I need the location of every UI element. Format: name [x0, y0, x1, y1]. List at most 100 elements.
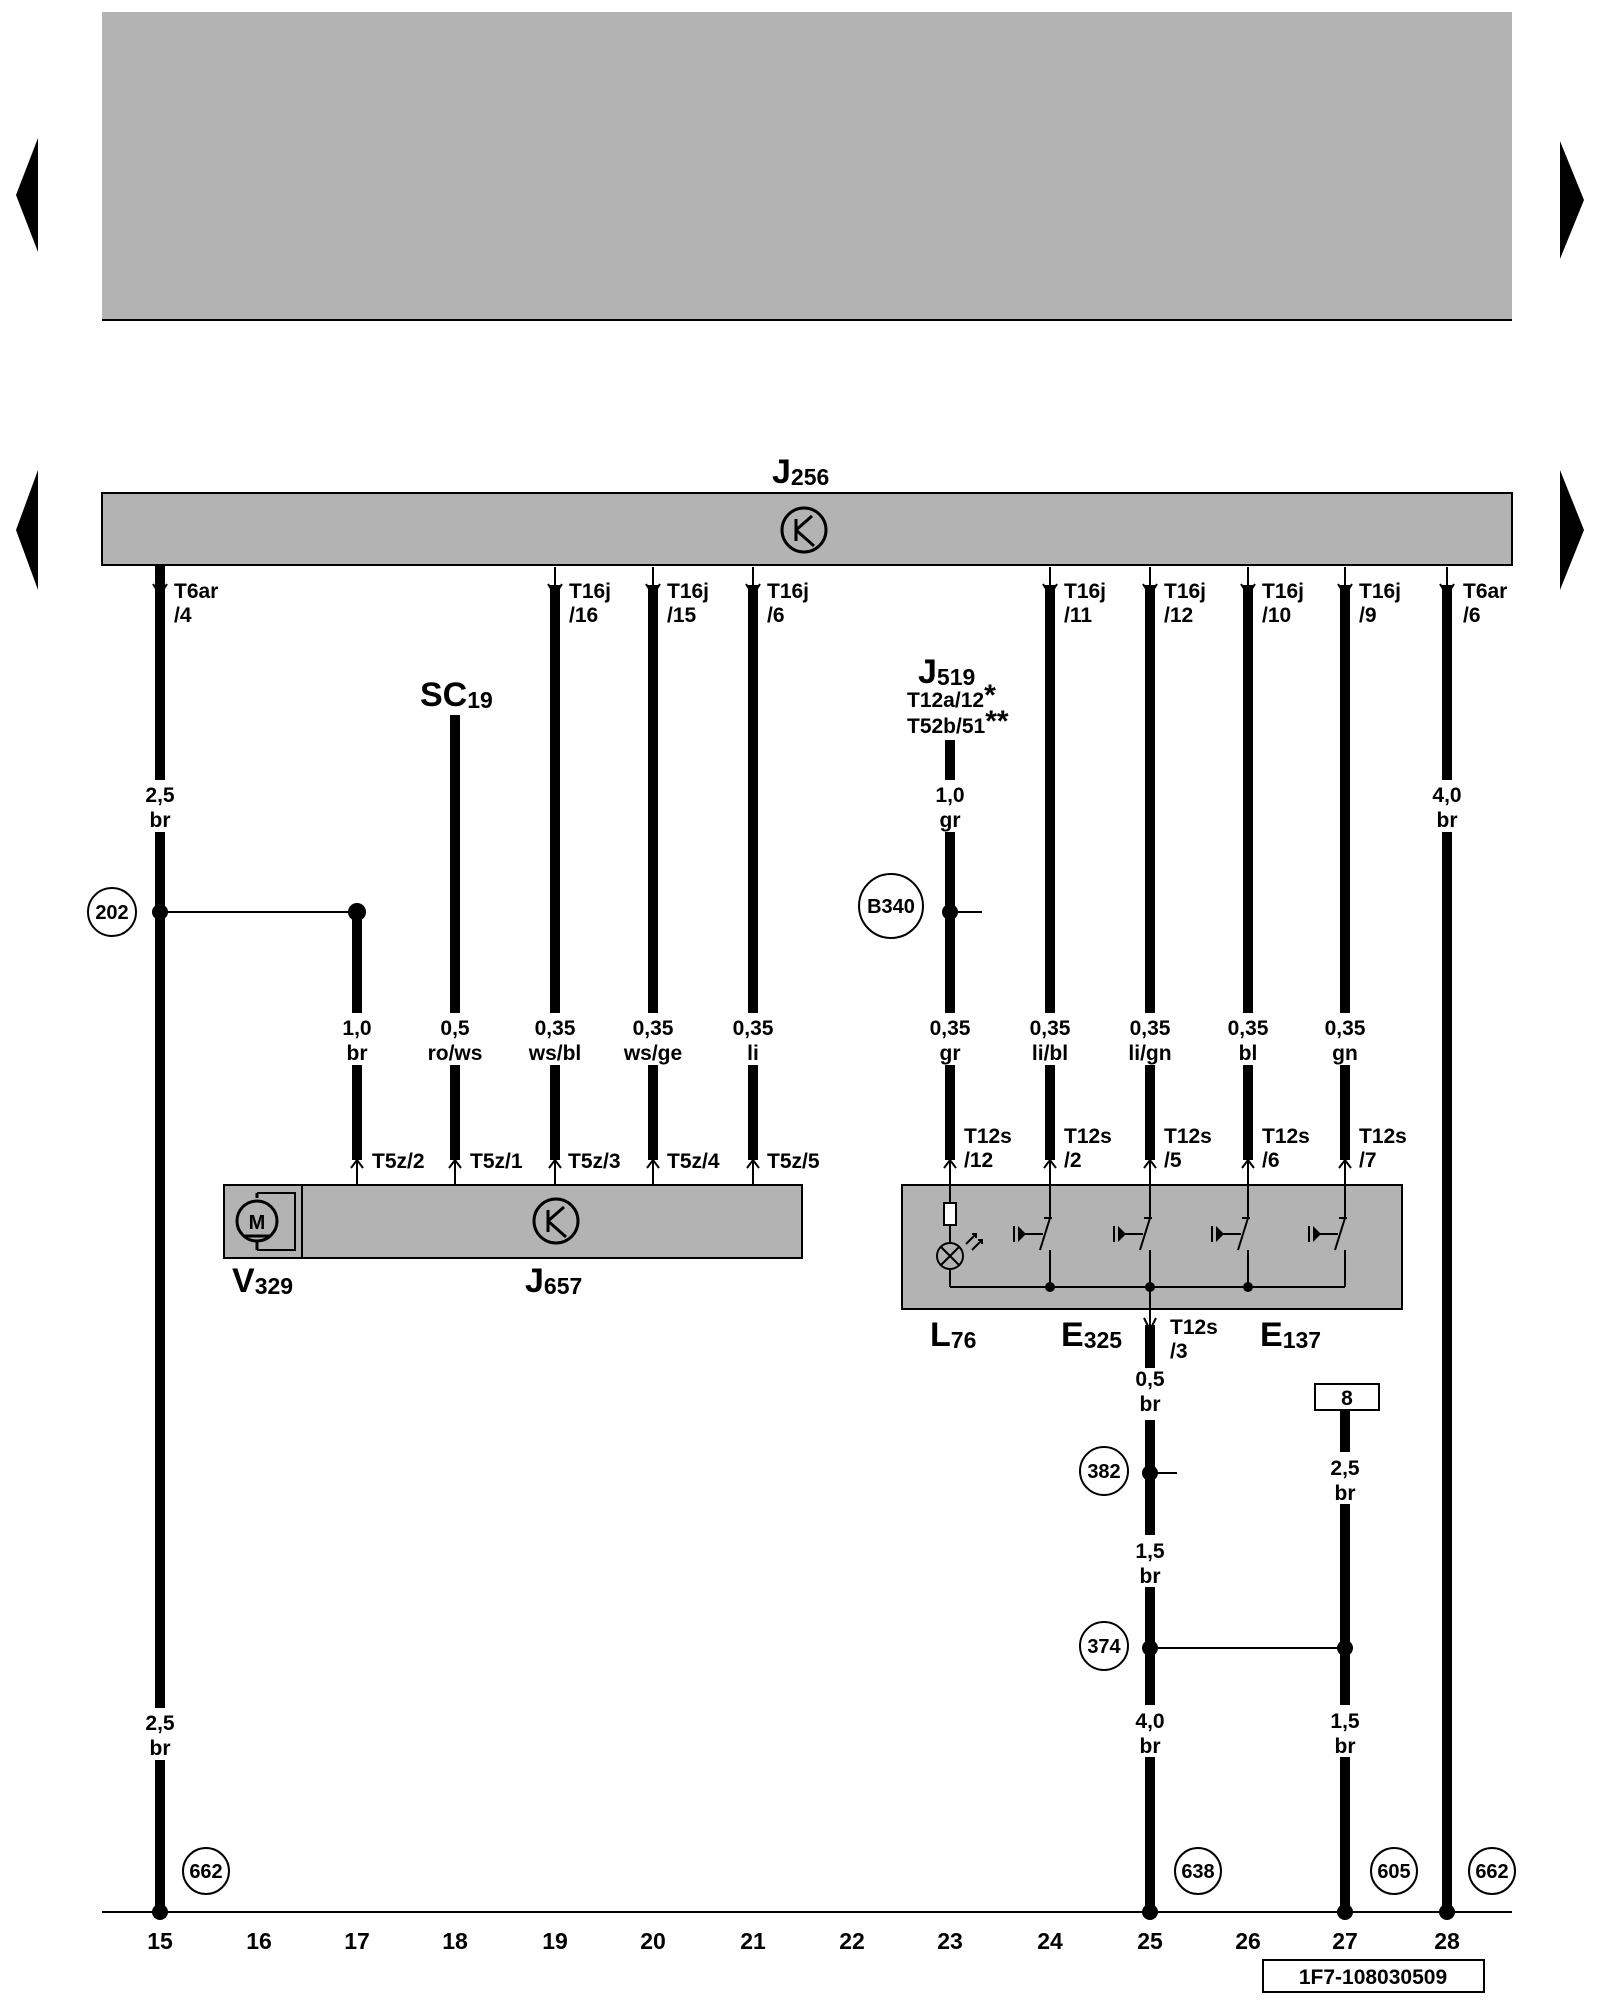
- svg-text:638: 638: [1181, 1861, 1214, 1883]
- svg-text:br: br: [1335, 1735, 1356, 1758]
- pin-t5z-3: T5z/3: [568, 1150, 621, 1173]
- prev-page-arrow-top[interactable]: [16, 138, 38, 252]
- svg-text:4,0: 4,0: [1432, 784, 1461, 807]
- svg-text:br: br: [1140, 1393, 1161, 1416]
- svg-text:17: 17: [344, 1928, 370, 1954]
- svg-text:1,0: 1,0: [935, 784, 964, 807]
- svg-text:382: 382: [1087, 1461, 1120, 1483]
- svg-text:202: 202: [95, 902, 128, 924]
- svg-text:0,35: 0,35: [1130, 1017, 1171, 1040]
- sc19-label: SC19: [420, 676, 493, 714]
- pin-t16j-12: T16j/12: [1164, 580, 1206, 627]
- v329-label: V329: [232, 1262, 293, 1300]
- svg-text:662: 662: [189, 1861, 222, 1883]
- wire-labels: 2,5 br 1,0 br 0,5 ro/ws 0,35 ws/bl 0,35 …: [136, 780, 1471, 1760]
- pin-t5z-2: T5z/2: [372, 1150, 425, 1173]
- svg-text:26: 26: [1235, 1928, 1261, 1954]
- j657-label: J657: [525, 1262, 582, 1300]
- svg-text:374: 374: [1087, 1636, 1121, 1658]
- reference-box-8[interactable]: 8: [1314, 1383, 1380, 1411]
- svg-text:gr: gr: [940, 1042, 961, 1065]
- svg-text:16: 16: [246, 1928, 272, 1954]
- svg-text:23: 23: [937, 1928, 963, 1954]
- pin-t16j-16: T16j/16: [569, 580, 611, 627]
- next-page-arrow-top[interactable]: [1560, 141, 1584, 259]
- document-id: 1F7-108030509: [1262, 1959, 1485, 1993]
- svg-text:2,5: 2,5: [1330, 1457, 1360, 1480]
- svg-text:28: 28: [1434, 1928, 1460, 1954]
- pin-t12s-7: T12s/7: [1359, 1125, 1407, 1172]
- svg-text:4,0: 4,0: [1135, 1710, 1164, 1733]
- j519-pin-t52b: T52b/51**: [907, 705, 1009, 738]
- svg-text:br: br: [150, 1737, 171, 1760]
- splice-374: 374: [1079, 1621, 1353, 1671]
- svg-text:21: 21: [740, 1928, 766, 1954]
- svg-text:br: br: [1140, 1565, 1161, 1588]
- svg-text:8: 8: [1341, 1387, 1353, 1410]
- lamp-icon: [936, 1185, 983, 1287]
- pin-t12s-6: T12s/6: [1262, 1125, 1310, 1172]
- switch-module: [901, 1158, 1403, 1333]
- svg-text:605: 605: [1377, 1861, 1410, 1883]
- svg-text:li: li: [747, 1042, 759, 1065]
- j256-label: J256: [772, 453, 829, 491]
- svg-text:br: br: [1140, 1735, 1161, 1758]
- prev-page-arrow-mid[interactable]: [16, 470, 38, 590]
- ground-bus-nodes: [152, 1904, 1455, 1920]
- column-numbers: 15 16 17 18 19 20 21 22 23 24 25 26 27 2…: [147, 1928, 1460, 1954]
- pin-t16j-11: T16j/11: [1064, 580, 1106, 627]
- j519-label: J519: [918, 653, 975, 691]
- l76-label: L76: [930, 1316, 976, 1354]
- svg-text:24: 24: [1037, 1928, 1063, 1954]
- svg-text:ws/bl: ws/bl: [528, 1042, 582, 1065]
- j657-assembly: M: [223, 1158, 803, 1259]
- svg-text:0,35: 0,35: [1030, 1017, 1071, 1040]
- switch-pin-arrows: [943, 1158, 1352, 1185]
- switch-icon-4: [1308, 1185, 1347, 1287]
- svg-text:2,5: 2,5: [145, 1712, 175, 1735]
- svg-text:0,35: 0,35: [535, 1017, 576, 1040]
- ground-ref-662-right: 662: [1468, 1847, 1516, 1895]
- svg-text:0,35: 0,35: [633, 1017, 674, 1040]
- switch-icon-3: [1211, 1185, 1253, 1292]
- pin-t12s-3: T12s/3: [1170, 1316, 1218, 1363]
- svg-text:1,5: 1,5: [1135, 1540, 1165, 1563]
- svg-text:bl: bl: [1239, 1042, 1258, 1065]
- switch-icon-1: [1013, 1185, 1055, 1292]
- svg-text:li/bl: li/bl: [1032, 1042, 1068, 1065]
- svg-text:br: br: [1437, 809, 1458, 832]
- pin-t16j-15: T16j/15: [667, 580, 709, 627]
- pin-t12s-2: T12s/2: [1064, 1125, 1112, 1172]
- svg-text:1,0: 1,0: [342, 1017, 371, 1040]
- pin-t5z-4: T5z/4: [667, 1150, 720, 1173]
- svg-text:27: 27: [1332, 1928, 1358, 1954]
- svg-text:br: br: [347, 1042, 368, 1065]
- svg-text:0,35: 0,35: [733, 1017, 774, 1040]
- header-panel: [102, 12, 1512, 320]
- svg-text:15: 15: [147, 1928, 173, 1954]
- pin-t16j-10: T16j/10: [1262, 580, 1304, 627]
- connection-b340: B340: [858, 873, 982, 939]
- splice-202: 202: [87, 887, 366, 937]
- svg-text:0,35: 0,35: [1325, 1017, 1366, 1040]
- svg-text:M: M: [249, 1212, 266, 1234]
- j657-box: [223, 1184, 803, 1259]
- svg-text:22: 22: [839, 1928, 865, 1954]
- ground-ref-638: 638: [1174, 1847, 1222, 1895]
- svg-text:2,5: 2,5: [145, 784, 175, 807]
- svg-text:ws/ge: ws/ge: [623, 1042, 682, 1065]
- svg-text:li/gn: li/gn: [1128, 1042, 1171, 1065]
- svg-text:gr: gr: [940, 809, 961, 832]
- svg-text:B340: B340: [867, 896, 915, 918]
- j657-pin-arrows: [350, 1158, 760, 1185]
- motor-icon: M: [235, 1192, 296, 1251]
- connection-382: 382: [1079, 1446, 1177, 1496]
- j256-box: [101, 492, 1513, 566]
- svg-text:ro/ws: ro/ws: [428, 1042, 483, 1065]
- ground-ref-605: 605: [1370, 1847, 1418, 1895]
- svg-text:20: 20: [640, 1928, 666, 1954]
- next-page-arrow-mid[interactable]: [1560, 470, 1584, 590]
- svg-text:0,35: 0,35: [1228, 1017, 1269, 1040]
- e137-label: E137: [1260, 1316, 1321, 1354]
